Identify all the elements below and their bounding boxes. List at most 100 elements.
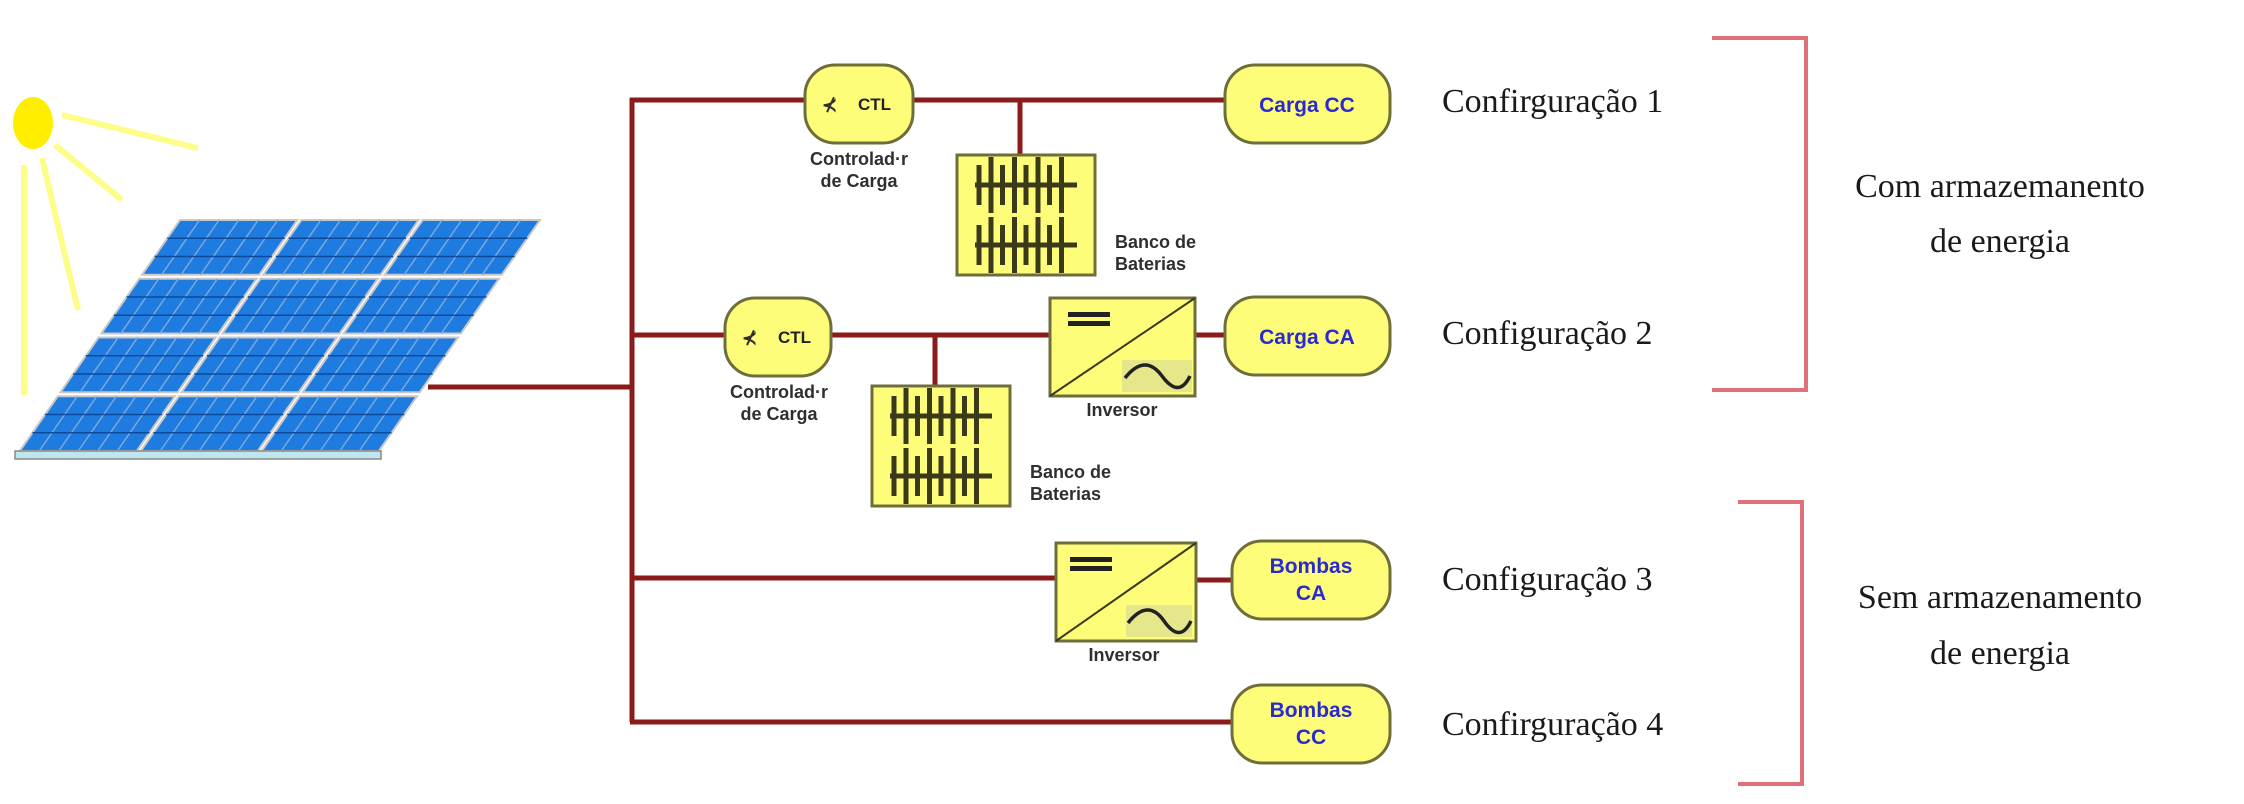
cell-line [219, 219, 259, 276]
cell-line [241, 278, 281, 334]
battery-label: Banco de [1115, 232, 1196, 252]
dc-symbol-icon [1070, 566, 1112, 571]
cell-line [403, 219, 443, 276]
cell-line [159, 395, 199, 452]
controller-ctl-text: CTL [778, 328, 811, 347]
cell-line [442, 219, 482, 276]
controller-label: de Carga [740, 404, 818, 424]
controller-label: de Carga [820, 171, 898, 191]
load-carga-cc: Carga CC [1223, 63, 1392, 145]
battery-label: Banco de [1030, 462, 1111, 482]
inverter-2: Inversor [1054, 541, 1198, 665]
cell-line [38, 395, 78, 452]
load-carga-ca: Carga CA [1223, 295, 1392, 377]
bracket-with-storage [1712, 36, 1808, 392]
cell-line [179, 395, 219, 452]
load-box [1223, 295, 1392, 377]
controller-label: Controlad·r [810, 149, 908, 169]
dc-symbol-icon [1068, 312, 1110, 317]
cell-line [77, 395, 117, 452]
load-box [1223, 63, 1392, 145]
cell-line [237, 395, 278, 452]
cell-line [259, 337, 299, 393]
controller-ctl-text: CTL [858, 95, 891, 114]
cell-line [423, 219, 463, 276]
cell-line [360, 337, 401, 393]
group-with-storage-label: Com armazemanento [1855, 168, 2145, 205]
cell-line [380, 337, 420, 393]
cell-line [178, 278, 219, 334]
load-label: Bombas [1270, 699, 1353, 722]
cell-line [260, 278, 301, 334]
inverter-1: Inversor [1048, 296, 1197, 420]
ac-sine-icon [1123, 363, 1192, 390]
cell-line [321, 337, 361, 393]
cell-line [382, 278, 422, 334]
cell-line [200, 337, 240, 393]
group-without-storage-label: Sem armazenamento [1858, 579, 2142, 616]
cell-line [321, 219, 361, 276]
cell-line [340, 219, 381, 276]
group-without-storage-label: de energia [1930, 635, 2070, 672]
cell-line [440, 278, 481, 334]
cell-line [280, 395, 321, 452]
cell-line [159, 278, 199, 334]
inverter-label: Inversor [1086, 400, 1157, 420]
cell-line [462, 219, 502, 276]
transistor-icon: ⊀ [822, 95, 837, 115]
configuration-2-label: Configuração 2 [1442, 315, 1653, 352]
sun-ray [53, 142, 124, 203]
cell-line [301, 219, 342, 276]
cell-line [198, 395, 238, 452]
wiring [428, 97, 1232, 725]
cell-line [198, 278, 238, 334]
cell-line [180, 219, 220, 276]
cell-line [360, 219, 400, 276]
cell-line [218, 395, 258, 452]
cell-line [137, 337, 178, 393]
load-bombas-ca: Bombas CA [1230, 539, 1392, 621]
load-label: CC [1296, 726, 1326, 749]
battery-bank-2: Banco de Baterias [870, 384, 1111, 508]
charge-controller-1: ⊀ CTL Controlad·r de Carga [803, 63, 915, 191]
cell-line [358, 395, 399, 452]
configuration-4-label: Confirguração 4 [1442, 706, 1663, 743]
dc-symbol-icon [1068, 321, 1110, 326]
configuration-1-label: Confirguração 1 [1442, 83, 1663, 120]
cell-line [341, 337, 381, 393]
battery-bank-1: Banco de Baterias [955, 153, 1196, 277]
cell-line [278, 337, 318, 393]
cell-line [98, 337, 139, 393]
cell-line [97, 395, 137, 452]
transistor-icon: ⊀ [742, 328, 757, 348]
cell-line [282, 219, 322, 276]
sun-ray [61, 112, 199, 151]
controller-box [803, 63, 915, 145]
cell-line [157, 337, 197, 393]
panel-frame [14, 450, 382, 460]
cell-line [239, 219, 279, 276]
load-box [1230, 683, 1392, 765]
sun-icon [13, 97, 199, 395]
cell-line [120, 278, 160, 334]
cell-line [220, 337, 260, 393]
cell-line [339, 395, 379, 452]
cell-line [319, 278, 359, 334]
solar-panel-icon [14, 219, 542, 460]
cell-line [79, 337, 119, 393]
battery-label: Baterias [1115, 254, 1186, 274]
cell-line [401, 278, 441, 334]
cell-line [399, 337, 440, 393]
cell-line [421, 278, 461, 334]
sun-ray [39, 157, 81, 311]
inverter-diagonal [1049, 297, 1196, 397]
cell-line [139, 278, 179, 334]
battery-label: Baterias [1030, 484, 1101, 504]
controller-label: Controlad·r [730, 382, 828, 402]
cell-line [319, 395, 360, 452]
cell-line [239, 337, 279, 393]
configuration-3-label: Configuração 3 [1442, 561, 1653, 598]
ac-sine-icon [1126, 608, 1193, 635]
controller-box [723, 296, 833, 378]
cell-line [116, 395, 156, 452]
